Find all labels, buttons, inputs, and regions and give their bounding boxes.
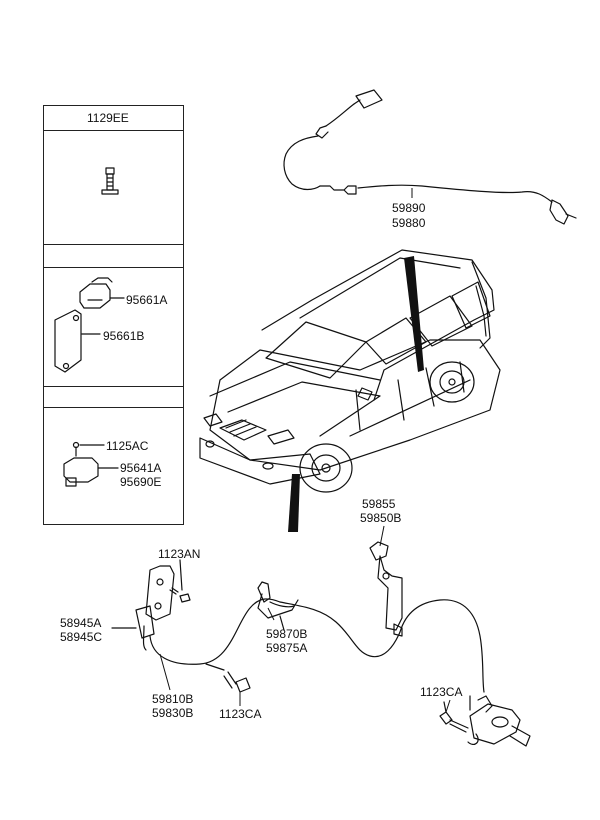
callout-59850b: 59850B bbox=[360, 511, 402, 525]
callout-59890: 59890 bbox=[392, 201, 426, 215]
callout-59875a: 59875A bbox=[266, 641, 308, 655]
rear-sensor-icon bbox=[467, 695, 531, 747]
bracket-icon bbox=[111, 565, 175, 639]
leader-line bbox=[159, 653, 171, 691]
connector-icon bbox=[63, 457, 119, 487]
box-divider bbox=[43, 407, 184, 408]
box-divider bbox=[43, 130, 184, 131]
bolt-icon bbox=[205, 663, 251, 693]
front-callout-leader bbox=[404, 256, 424, 372]
box-divider bbox=[43, 386, 184, 387]
callout-59830b: 59830B bbox=[152, 706, 194, 720]
callout-1123an: 1123AN bbox=[158, 547, 201, 561]
front-wheel-sensor-cable bbox=[283, 89, 577, 225]
part-label-95641a: 95641A bbox=[120, 461, 162, 475]
connector-icon bbox=[79, 277, 125, 309]
part-label-1125ac: 1125AC bbox=[106, 439, 149, 453]
part-label-95661a: 95661A bbox=[126, 293, 168, 307]
callout-59870b: 59870B bbox=[266, 627, 308, 641]
rear-callout-leader bbox=[288, 474, 300, 532]
part-label-95690e: 95690E bbox=[120, 475, 162, 489]
sensor-bracket-icon bbox=[369, 541, 403, 637]
parts-box bbox=[43, 105, 184, 525]
part-label-95661b: 95661B bbox=[103, 329, 145, 343]
vehicle-illustration bbox=[199, 249, 501, 493]
clip-icon bbox=[257, 581, 299, 631]
callout-1123ca-mid: 1123CA bbox=[219, 707, 262, 721]
rear-wheel-sensor-cable bbox=[142, 598, 485, 693]
leader-line bbox=[445, 699, 451, 713]
screw-icon bbox=[72, 441, 105, 457]
bolt-icon bbox=[439, 701, 469, 733]
leader-line bbox=[267, 607, 275, 621]
callout-1123ca-right: 1123CA bbox=[420, 685, 463, 699]
bolt-icon bbox=[101, 167, 119, 195]
leader-line bbox=[379, 525, 385, 547]
callout-59810b: 59810B bbox=[152, 692, 194, 706]
box-divider bbox=[43, 267, 184, 268]
callout-58945c: 58945C bbox=[60, 630, 103, 644]
box-divider bbox=[43, 244, 184, 245]
callout-58945a: 58945A bbox=[60, 616, 102, 630]
callout-59880: 59880 bbox=[392, 216, 426, 230]
bracket-icon bbox=[54, 309, 101, 373]
part-label-1129ee: 1129EE bbox=[87, 111, 129, 125]
callout-59855: 59855 bbox=[362, 497, 396, 511]
